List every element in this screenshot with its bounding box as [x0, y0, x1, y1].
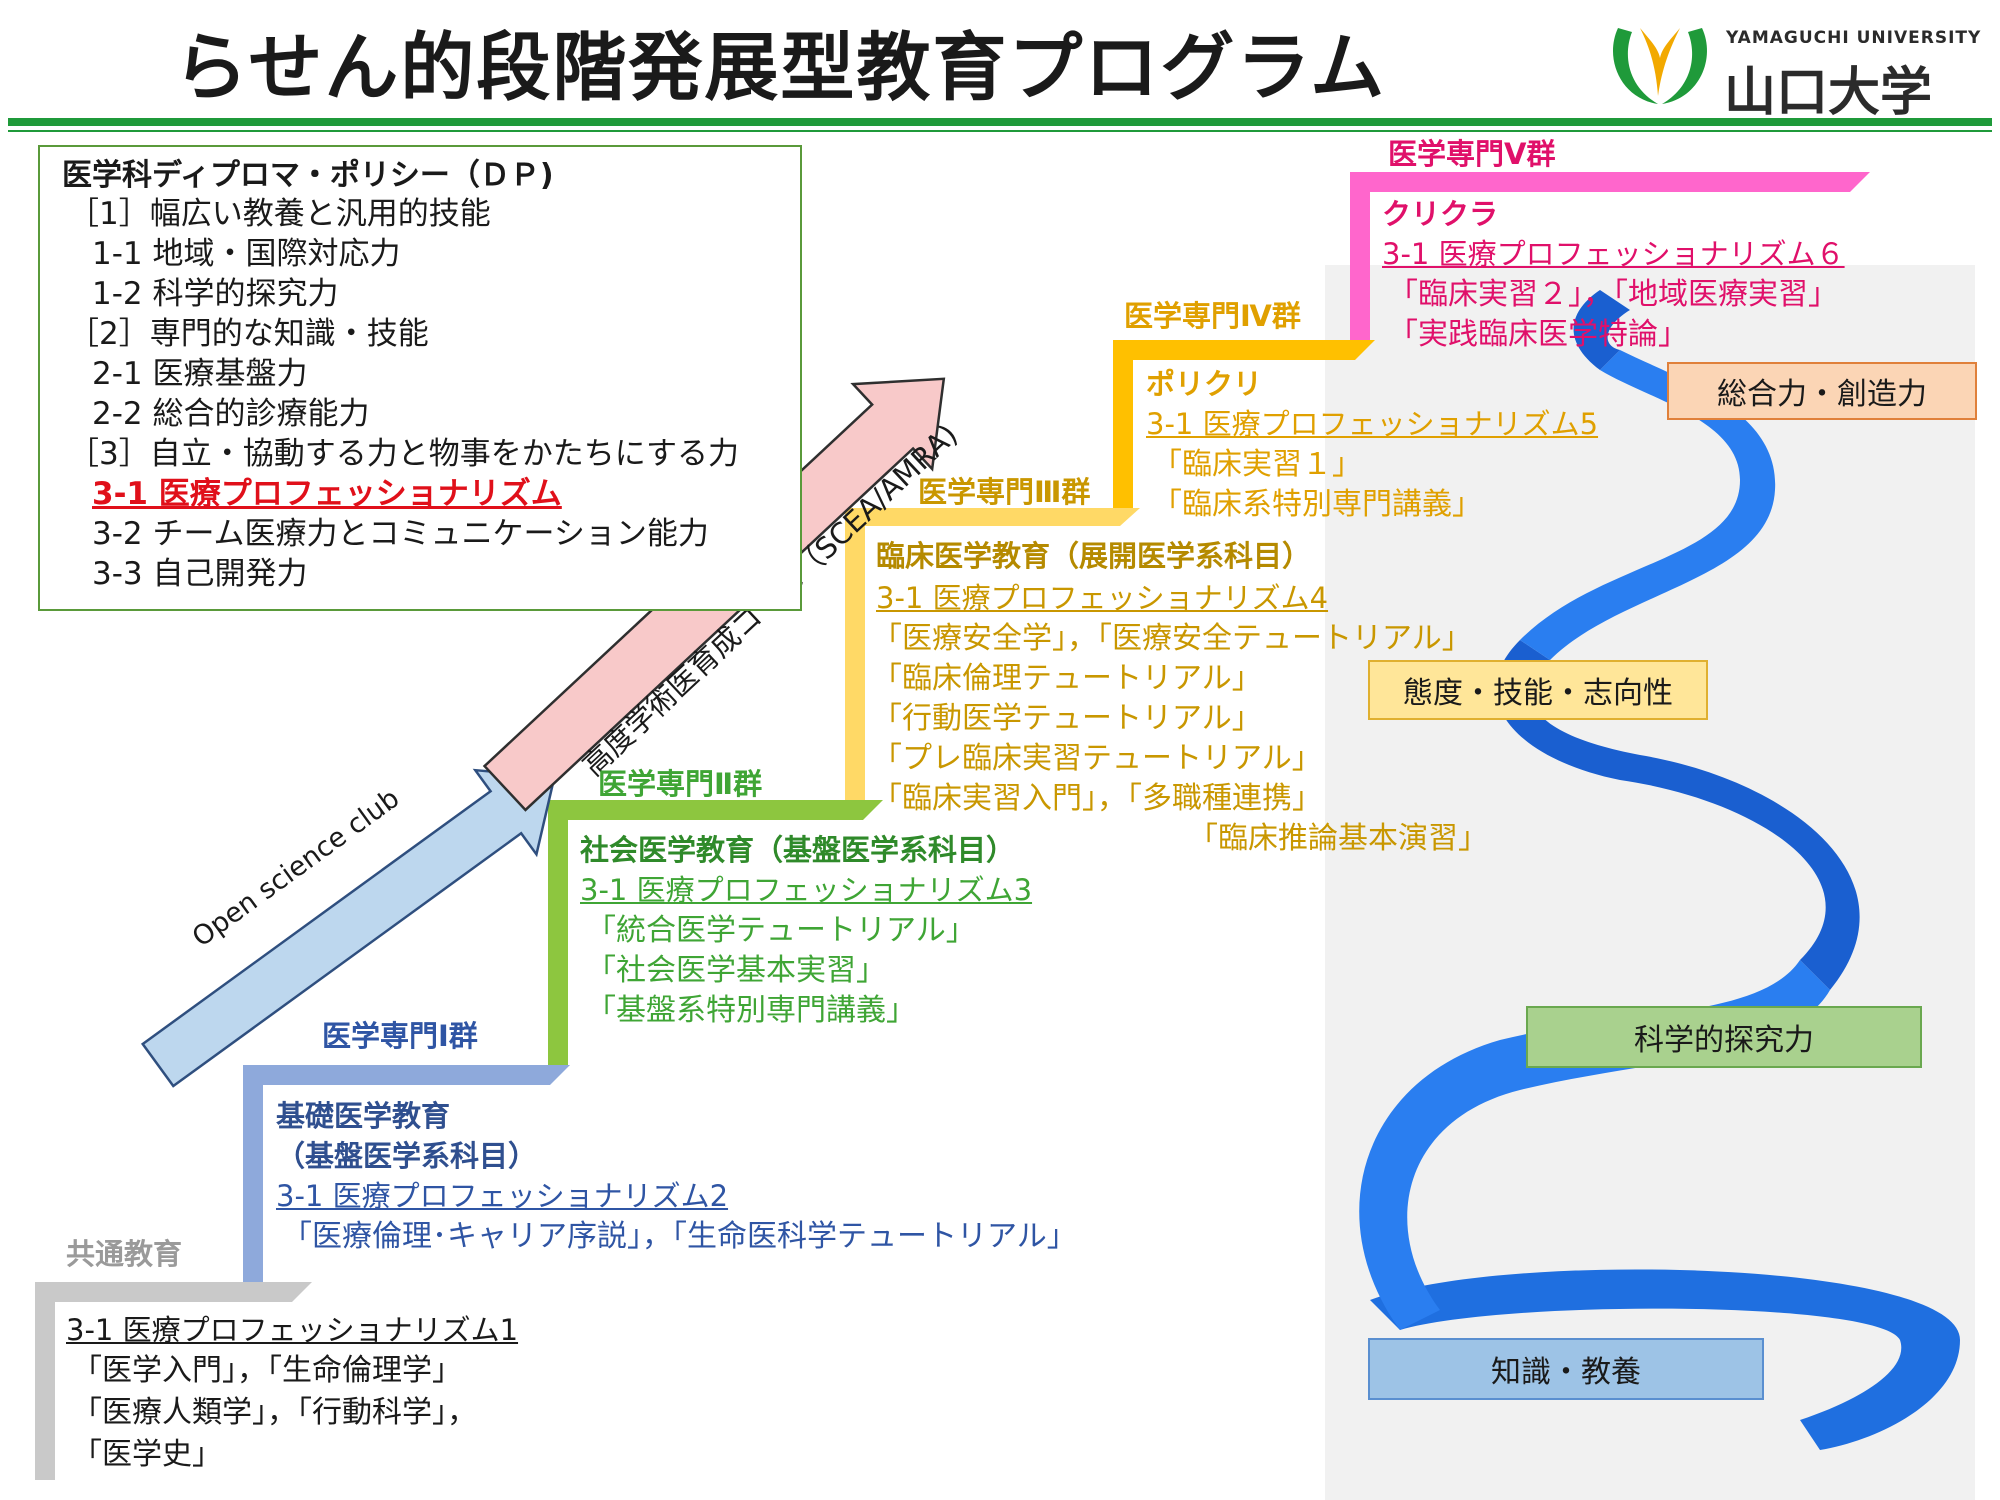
dp-heading: 医学科ディプロマ・ポリシー（ＤＰ)	[62, 158, 554, 193]
label-science: 科学的探究力	[1526, 1006, 1922, 1068]
stage-g1-subheading: （基盤医学系科目）	[276, 1139, 538, 1173]
stage-g3-prof: 3-1 医療プロフェッショナリズム4	[876, 581, 1329, 615]
stage-g5-group: 医学専門Ⅴ群	[1388, 137, 1556, 171]
stage-bar-g4	[1113, 340, 1375, 508]
stage-g3-course: 「医療安全学」，「医療安全テュートリアル」	[872, 621, 1472, 656]
spiral-ribbon	[1359, 290, 1960, 1450]
logo-japanese: 山口大学	[1724, 63, 1933, 123]
stage-g5-course: 「臨床実習２」，「地域医療実習」	[1388, 277, 1838, 312]
dp-item: 3-3 自己開発力	[92, 556, 308, 592]
stage-g2-group: 医学専門Ⅱ群	[598, 767, 763, 801]
stage-g3-course: 「臨床実習入門」，「多職種連携」	[872, 781, 1322, 816]
stage-g1-course: 「医療倫理･キャリア序説」，「生命医科学テュートリアル」	[282, 1219, 1077, 1254]
stage-g5-heading: クリクラ	[1382, 197, 1499, 231]
stage-g4-heading: ポリクリ	[1146, 367, 1263, 401]
stage-g1-heading: 基礎医学教育	[276, 1099, 451, 1133]
dp-item: 1-1 地域・国際対応力	[92, 236, 401, 272]
stage-g2-course: 「統合医学テュートリアル」	[586, 913, 976, 948]
stage-g3-course: 「臨床倫理テュートリアル」	[872, 661, 1262, 696]
stage-common-course: 「医学入門」，「生命倫理学」	[72, 1353, 462, 1388]
stage-g3-course: 「行動医学テュートリアル」	[872, 701, 1262, 736]
university-logo: YAMAGUCHI UNIVERSITY 山口大学	[1600, 18, 1980, 123]
dp-item: 3-2 チーム医療力とコミュニケーション能力	[92, 516, 709, 552]
dp-item: 1-2 科学的探究力	[92, 276, 339, 312]
stage-g5-course: 「実践臨床医学特論」	[1388, 317, 1688, 352]
stage-g1-prof: 3-1 医療プロフェッショナリズム2	[276, 1179, 729, 1213]
page-title: らせん的段階発展型教育プログラム	[173, 25, 1387, 111]
stage-g3-heading: 臨床医学教育（展開医学系科目）	[876, 539, 1312, 573]
stage-common-course: 「医療人類学」，「行動科学」，	[72, 1395, 477, 1430]
stage-g1-group: 医学専門Ⅰ群	[322, 1019, 478, 1053]
stage-g2-course: 「基盤系特別専門講義」	[586, 993, 916, 1028]
stage-g3-group: 医学専門Ⅲ群	[918, 475, 1091, 509]
label-attitude: 態度・技能・志向性	[1368, 660, 1708, 720]
stage-g2-course: 「社会医学基本実習」	[586, 953, 886, 988]
header-rule	[8, 118, 1992, 126]
stage-g2-heading: 社会医学教育（基盤医学系科目）	[580, 833, 1016, 867]
stage-g3-course: 「臨床推論基本演習」	[1188, 821, 1488, 856]
diploma-policy-box: 医学科ディプロマ・ポリシー（ＤＰ) ［1］幅広い教養と汎用的技能 1-1 地域・…	[38, 145, 802, 611]
dp-item: ［2］専門的な知識・技能	[68, 316, 429, 352]
dp-item: 2-2 総合的診療能力	[92, 396, 370, 432]
label-synthesis: 総合力・創造力	[1667, 362, 1977, 420]
header-rule-thin	[8, 130, 1992, 132]
stage-g4-course: 「臨床実習１」	[1152, 447, 1362, 482]
dp-item: ［1］幅広い教養と汎用的技能	[68, 196, 491, 232]
open-science-arrow	[140, 768, 556, 1088]
stage-common-course: 「医学史」	[72, 1437, 222, 1472]
stage-g4-course: 「臨床系特別専門講義」	[1152, 487, 1482, 522]
label-knowledge: 知識・教養	[1368, 1338, 1764, 1400]
stage-g4-prof: 3-1 医療プロフェッショナリズム5	[1146, 407, 1599, 441]
dp-item: ［3］自立・協動する力と物事をかたちにする力	[68, 436, 740, 472]
stage-common-prof: 3-1 医療プロフェッショナリズム1	[66, 1313, 519, 1347]
stage-g3-course: 「プレ臨床実習テュートリアル」	[872, 741, 1322, 776]
stage-g2-prof: 3-1 医療プロフェッショナリズム3	[580, 873, 1033, 907]
dp-item: 2-1 医療基盤力	[92, 356, 308, 392]
stage-g4-group: 医学専門Ⅳ群	[1124, 299, 1301, 333]
yamaguchi-logo-icon	[1612, 28, 1708, 104]
stage-g5-prof: 3-1 医療プロフェッショナリズム６	[1382, 237, 1845, 271]
stage-bar-common	[35, 1282, 312, 1480]
dp-item-highlight: 3-1 医療プロフェッショナリズム	[92, 476, 562, 512]
logo-english: YAMAGUCHI UNIVERSITY	[1726, 28, 1982, 48]
stage-bar-g5	[1350, 172, 1870, 340]
stage-common-group: 共通教育	[66, 1237, 183, 1271]
